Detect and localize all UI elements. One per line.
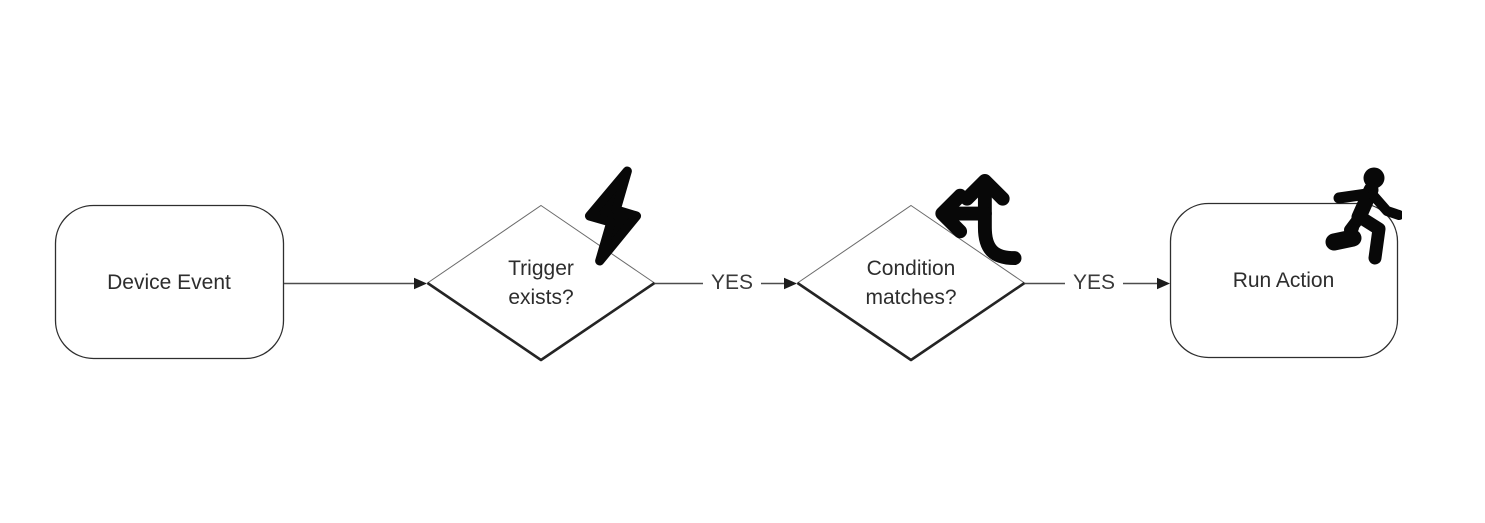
node-label-trigger-exists: Trigger exists? — [508, 257, 574, 309]
edge-label-yes-1: YES — [702, 270, 762, 296]
arrowhead-icon — [414, 277, 427, 290]
condition-matches-diamond-shadow-edge — [796, 281, 1026, 362]
person-running-icon — [1325, 167, 1402, 265]
node-label-condition-matches: Condition matches? — [865, 257, 957, 309]
arrowhead-icon — [784, 277, 797, 290]
node-label-device-event: Device Event — [107, 271, 231, 294]
device-event-shape — [54, 204, 285, 360]
node-label-run-action: Run Action — [1232, 269, 1335, 292]
arrowhead-icon — [1157, 277, 1170, 290]
trigger-exists-diamond-shadow-edge — [426, 281, 656, 362]
arrows-split-up-and-left-icon — [935, 173, 1022, 266]
bolt-icon — [584, 166, 642, 266]
edge-label-yes-2: YES — [1064, 270, 1124, 296]
